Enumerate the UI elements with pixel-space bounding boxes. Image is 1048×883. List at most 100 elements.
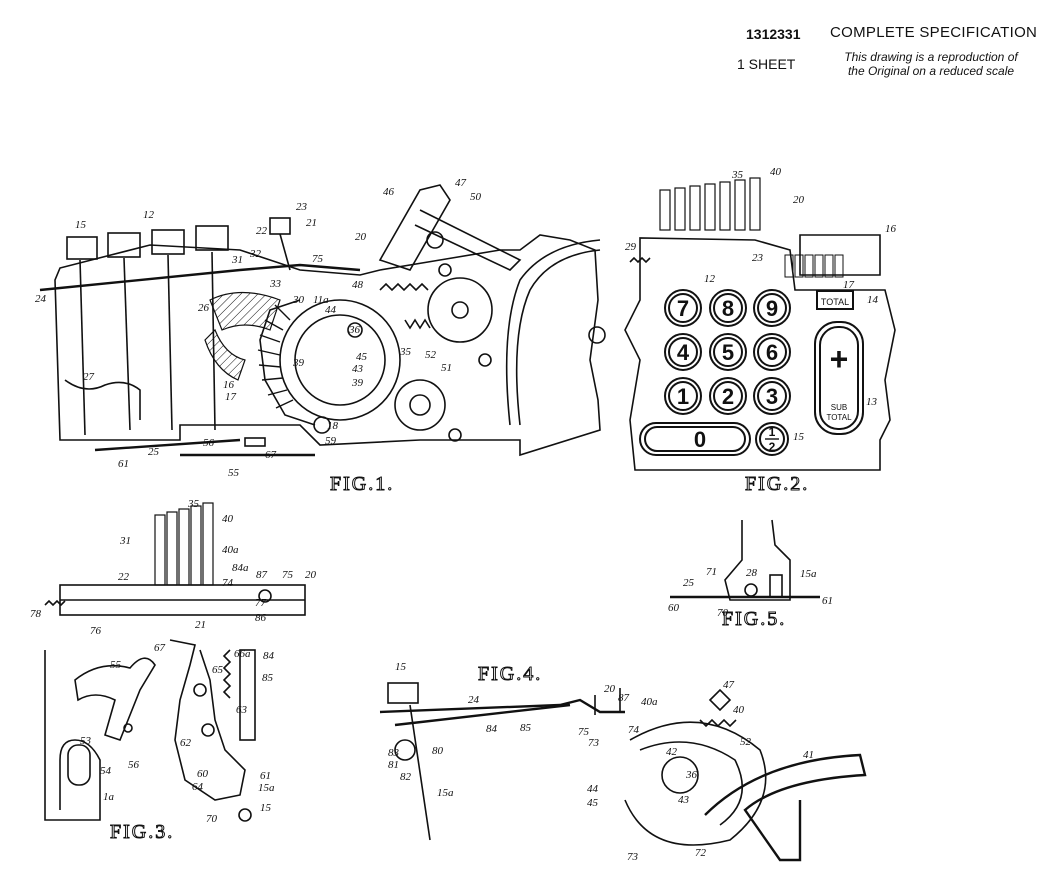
key-plus: +: [830, 341, 849, 377]
svg-text:45: 45: [356, 351, 368, 363]
svg-text:21: 21: [306, 217, 317, 229]
key-8: 8: [722, 296, 734, 321]
svg-text:30: 30: [292, 294, 305, 306]
svg-text:52: 52: [740, 736, 752, 748]
svg-text:13: 13: [866, 396, 878, 408]
svg-text:20: 20: [355, 231, 367, 243]
svg-text:47: 47: [723, 679, 735, 691]
svg-text:33: 33: [269, 278, 282, 290]
svg-text:15: 15: [793, 431, 805, 443]
svg-text:32: 32: [249, 248, 262, 260]
svg-text:87: 87: [618, 692, 630, 704]
key-half-den: 2: [769, 440, 776, 454]
svg-text:20: 20: [604, 683, 616, 695]
svg-text:31: 31: [231, 254, 243, 266]
svg-text:31: 31: [119, 535, 131, 547]
svg-text:35: 35: [187, 498, 200, 510]
svg-text:18: 18: [327, 420, 339, 432]
svg-text:40: 40: [222, 513, 234, 525]
svg-text:42: 42: [666, 746, 678, 758]
svg-text:15a: 15a: [258, 782, 275, 794]
svg-text:53: 53: [80, 735, 92, 747]
svg-text:16: 16: [223, 379, 235, 391]
key-4: 4: [677, 340, 690, 365]
svg-text:66a: 66a: [234, 648, 251, 660]
svg-text:75: 75: [578, 726, 590, 738]
svg-text:15: 15: [75, 219, 87, 231]
svg-text:65: 65: [212, 664, 224, 676]
svg-text:61: 61: [118, 458, 129, 470]
svg-text:62: 62: [180, 737, 192, 749]
svg-text:73: 73: [588, 737, 600, 749]
svg-text:75: 75: [312, 253, 324, 265]
svg-text:17: 17: [225, 391, 237, 403]
spec-title: COMPLETE SPECIFICATION: [830, 24, 1038, 41]
key-total: TOTAL: [821, 297, 849, 307]
reproduction-note: This drawing is a reproduction of the Or…: [826, 50, 1036, 78]
sheet-label: 1 SHEET: [737, 56, 796, 72]
svg-text:59: 59: [325, 435, 337, 447]
key-5: 5: [722, 340, 734, 365]
svg-text:82: 82: [400, 771, 412, 783]
svg-text:11a: 11a: [313, 294, 329, 306]
fig5-caption: FIG.5.: [722, 608, 786, 630]
svg-text:75: 75: [282, 569, 294, 581]
svg-text:44: 44: [587, 783, 599, 795]
key-7: 7: [677, 296, 689, 321]
svg-text:43: 43: [678, 794, 690, 806]
svg-text:40a: 40a: [641, 696, 658, 708]
svg-text:25: 25: [683, 577, 695, 589]
svg-text:84: 84: [263, 650, 275, 662]
svg-text:35: 35: [399, 346, 412, 358]
svg-text:72: 72: [695, 847, 707, 859]
svg-text:50: 50: [470, 191, 482, 203]
key-1: 1: [677, 384, 689, 409]
svg-text:1a: 1a: [103, 791, 115, 803]
svg-text:23: 23: [752, 252, 764, 264]
svg-text:24: 24: [35, 293, 47, 305]
svg-text:76: 76: [90, 625, 102, 637]
svg-text:85: 85: [262, 672, 274, 684]
svg-text:25: 25: [148, 446, 160, 458]
svg-text:56: 56: [128, 759, 140, 771]
svg-text:40: 40: [733, 704, 745, 716]
figure-1: 15 12 23 22 21 20 46 47 50 24 26 31 32 3…: [35, 177, 606, 496]
key-9: 9: [766, 296, 778, 321]
svg-text:77: 77: [255, 597, 267, 609]
svg-text:41: 41: [803, 749, 814, 761]
svg-text:36: 36: [685, 769, 698, 781]
svg-text:39: 39: [351, 377, 364, 389]
svg-text:28: 28: [746, 567, 758, 579]
svg-text:16: 16: [885, 223, 897, 235]
key-sub: SUB: [831, 403, 847, 412]
svg-text:61: 61: [260, 770, 271, 782]
svg-text:15a: 15a: [437, 787, 454, 799]
key-6: 6: [766, 340, 778, 365]
svg-text:70: 70: [206, 813, 218, 825]
svg-text:63: 63: [236, 704, 248, 716]
svg-text:73: 73: [627, 851, 639, 863]
svg-text:44: 44: [325, 304, 337, 316]
svg-text:74: 74: [222, 577, 234, 589]
svg-text:60: 60: [668, 602, 680, 614]
svg-text:29: 29: [625, 241, 637, 253]
svg-text:64: 64: [192, 781, 204, 793]
svg-text:70: 70: [717, 607, 729, 619]
svg-text:60: 60: [197, 768, 209, 780]
svg-text:14: 14: [867, 294, 879, 306]
svg-text:67: 67: [154, 642, 166, 654]
svg-text:81: 81: [388, 759, 399, 771]
svg-text:55: 55: [110, 659, 122, 671]
key-sub-total: TOTAL: [826, 413, 852, 422]
svg-text:87: 87: [256, 569, 268, 581]
svg-text:15a: 15a: [800, 568, 817, 580]
svg-text:22: 22: [118, 571, 130, 583]
svg-text:15: 15: [395, 661, 407, 673]
key-half-num: 1: [769, 425, 776, 439]
fig2-caption: FIG.2.: [745, 473, 809, 495]
svg-text:54: 54: [100, 765, 112, 777]
key-0: 0: [694, 427, 706, 452]
svg-text:85: 85: [520, 722, 532, 734]
svg-text:43: 43: [352, 363, 364, 375]
svg-text:71: 71: [706, 566, 717, 578]
